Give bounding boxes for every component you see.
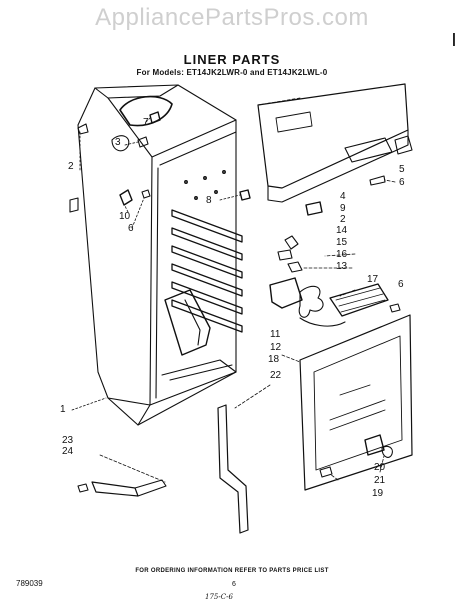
callout-5: 5 bbox=[399, 164, 405, 175]
liner-lower-trough bbox=[164, 289, 211, 356]
callout-2-left: 2 bbox=[68, 161, 74, 172]
callout-15: 15 bbox=[336, 237, 348, 248]
callout-12: 12 bbox=[270, 342, 282, 353]
panel-slot bbox=[275, 111, 313, 133]
watermark-logo: AppliancePartsPros.com bbox=[95, 4, 369, 31]
callout-19: 19 bbox=[372, 488, 384, 499]
liner-front-opening bbox=[149, 156, 237, 406]
callout-24: 24 bbox=[62, 446, 74, 457]
callout-7: 7 bbox=[143, 117, 149, 128]
liner-floor-front bbox=[161, 359, 237, 376]
callout-1: 1 bbox=[60, 404, 66, 415]
screw-part-3 bbox=[137, 136, 149, 148]
liner-bottom-edge bbox=[137, 404, 151, 426]
page-number: 6 bbox=[232, 581, 236, 588]
fan-assembly bbox=[269, 235, 401, 327]
callout-6-right: 6 bbox=[398, 279, 404, 290]
top-rear-panel bbox=[257, 83, 413, 216]
clip-part-2 bbox=[284, 235, 299, 250]
liner-inner-left-edge bbox=[155, 167, 159, 399]
callout-6-left: 6 bbox=[128, 223, 134, 234]
clip-part-10 bbox=[119, 189, 133, 206]
liner-cabinet bbox=[69, 84, 251, 426]
callout-6-top: 6 bbox=[399, 177, 405, 188]
fan-motor bbox=[269, 277, 303, 309]
liner-mounting-holes bbox=[184, 170, 226, 200]
callout-16: 16 bbox=[336, 249, 348, 260]
liner-side-bump bbox=[111, 135, 130, 152]
liner-bottom-left-edge bbox=[107, 397, 151, 406]
callout-20: 20 bbox=[374, 462, 386, 473]
screw-part-19 bbox=[319, 466, 333, 478]
callout-17: 17 bbox=[367, 274, 379, 285]
cover-panel-inner bbox=[313, 335, 403, 471]
handwritten-note: 175-C-6 bbox=[205, 593, 233, 601]
side-clip bbox=[69, 197, 79, 213]
grille-vents bbox=[335, 287, 386, 313]
cover-panel-outline bbox=[299, 314, 413, 491]
diagram-title: LINER PARTS bbox=[183, 52, 281, 67]
callout-8: 8 bbox=[206, 195, 212, 206]
screw-part-6 bbox=[141, 189, 151, 199]
panel-thickness bbox=[267, 129, 409, 203]
liner-floor-rib bbox=[169, 364, 233, 381]
callout-3: 3 bbox=[115, 137, 121, 148]
cover-panel-slots bbox=[329, 384, 386, 431]
callout-9: 9 bbox=[340, 203, 346, 214]
callout-23: 23 bbox=[62, 435, 74, 446]
model-subtitle: For Models: ET14JK2LWR-0 and ET14JK2LWL-… bbox=[136, 68, 328, 77]
callout-4: 4 bbox=[340, 191, 346, 202]
callout-18: 18 bbox=[268, 354, 280, 365]
callout-10: 10 bbox=[119, 211, 131, 222]
rear-cover-panel bbox=[299, 314, 413, 491]
bracket-part-20 bbox=[364, 434, 385, 456]
screw-part-6-top bbox=[369, 175, 386, 186]
duct-part-22 bbox=[217, 404, 249, 534]
hinge-bracket-top bbox=[77, 123, 89, 135]
fan-shroud bbox=[299, 317, 346, 327]
bracket-part-7 bbox=[149, 111, 161, 124]
panel-recess bbox=[344, 137, 393, 163]
document-number: 789039 bbox=[16, 579, 43, 588]
callout-2-right: 2 bbox=[340, 214, 346, 225]
callout-21: 21 bbox=[374, 475, 386, 486]
fan-blade bbox=[298, 285, 324, 318]
clip-part-8 bbox=[239, 189, 251, 201]
liner-top-hump bbox=[119, 95, 173, 127]
screw-part-24 bbox=[77, 483, 89, 493]
panel-top-outline bbox=[257, 83, 409, 189]
screw-part-6-right bbox=[389, 303, 401, 313]
leader-lines-right bbox=[99, 97, 396, 483]
ordering-note: FOR ORDERING INFORMATION REFER TO PARTS … bbox=[135, 568, 329, 574]
liner-inner-top-edge bbox=[159, 131, 237, 166]
knob-part-21 bbox=[381, 445, 393, 458]
control-part-9 bbox=[305, 201, 323, 216]
leader-lines-left bbox=[71, 117, 241, 411]
panel-hinge bbox=[394, 135, 413, 155]
bracket-part-23 bbox=[91, 481, 139, 497]
bracket-part-23-end bbox=[134, 479, 167, 497]
liner-top-flange bbox=[94, 84, 179, 99]
callout-11: 11 bbox=[270, 329, 281, 340]
callout-22: 22 bbox=[270, 370, 282, 381]
callout-13: 13 bbox=[336, 261, 348, 272]
liner-trough-inner bbox=[184, 299, 201, 346]
part-14 bbox=[277, 249, 293, 261]
bottom-parts bbox=[77, 404, 249, 534]
grille-part-17 bbox=[329, 283, 389, 317]
part-15 bbox=[287, 261, 303, 273]
callout-14: 14 bbox=[336, 225, 348, 236]
margin-mark: | bbox=[452, 30, 456, 46]
shelf-ribs bbox=[171, 209, 243, 333]
